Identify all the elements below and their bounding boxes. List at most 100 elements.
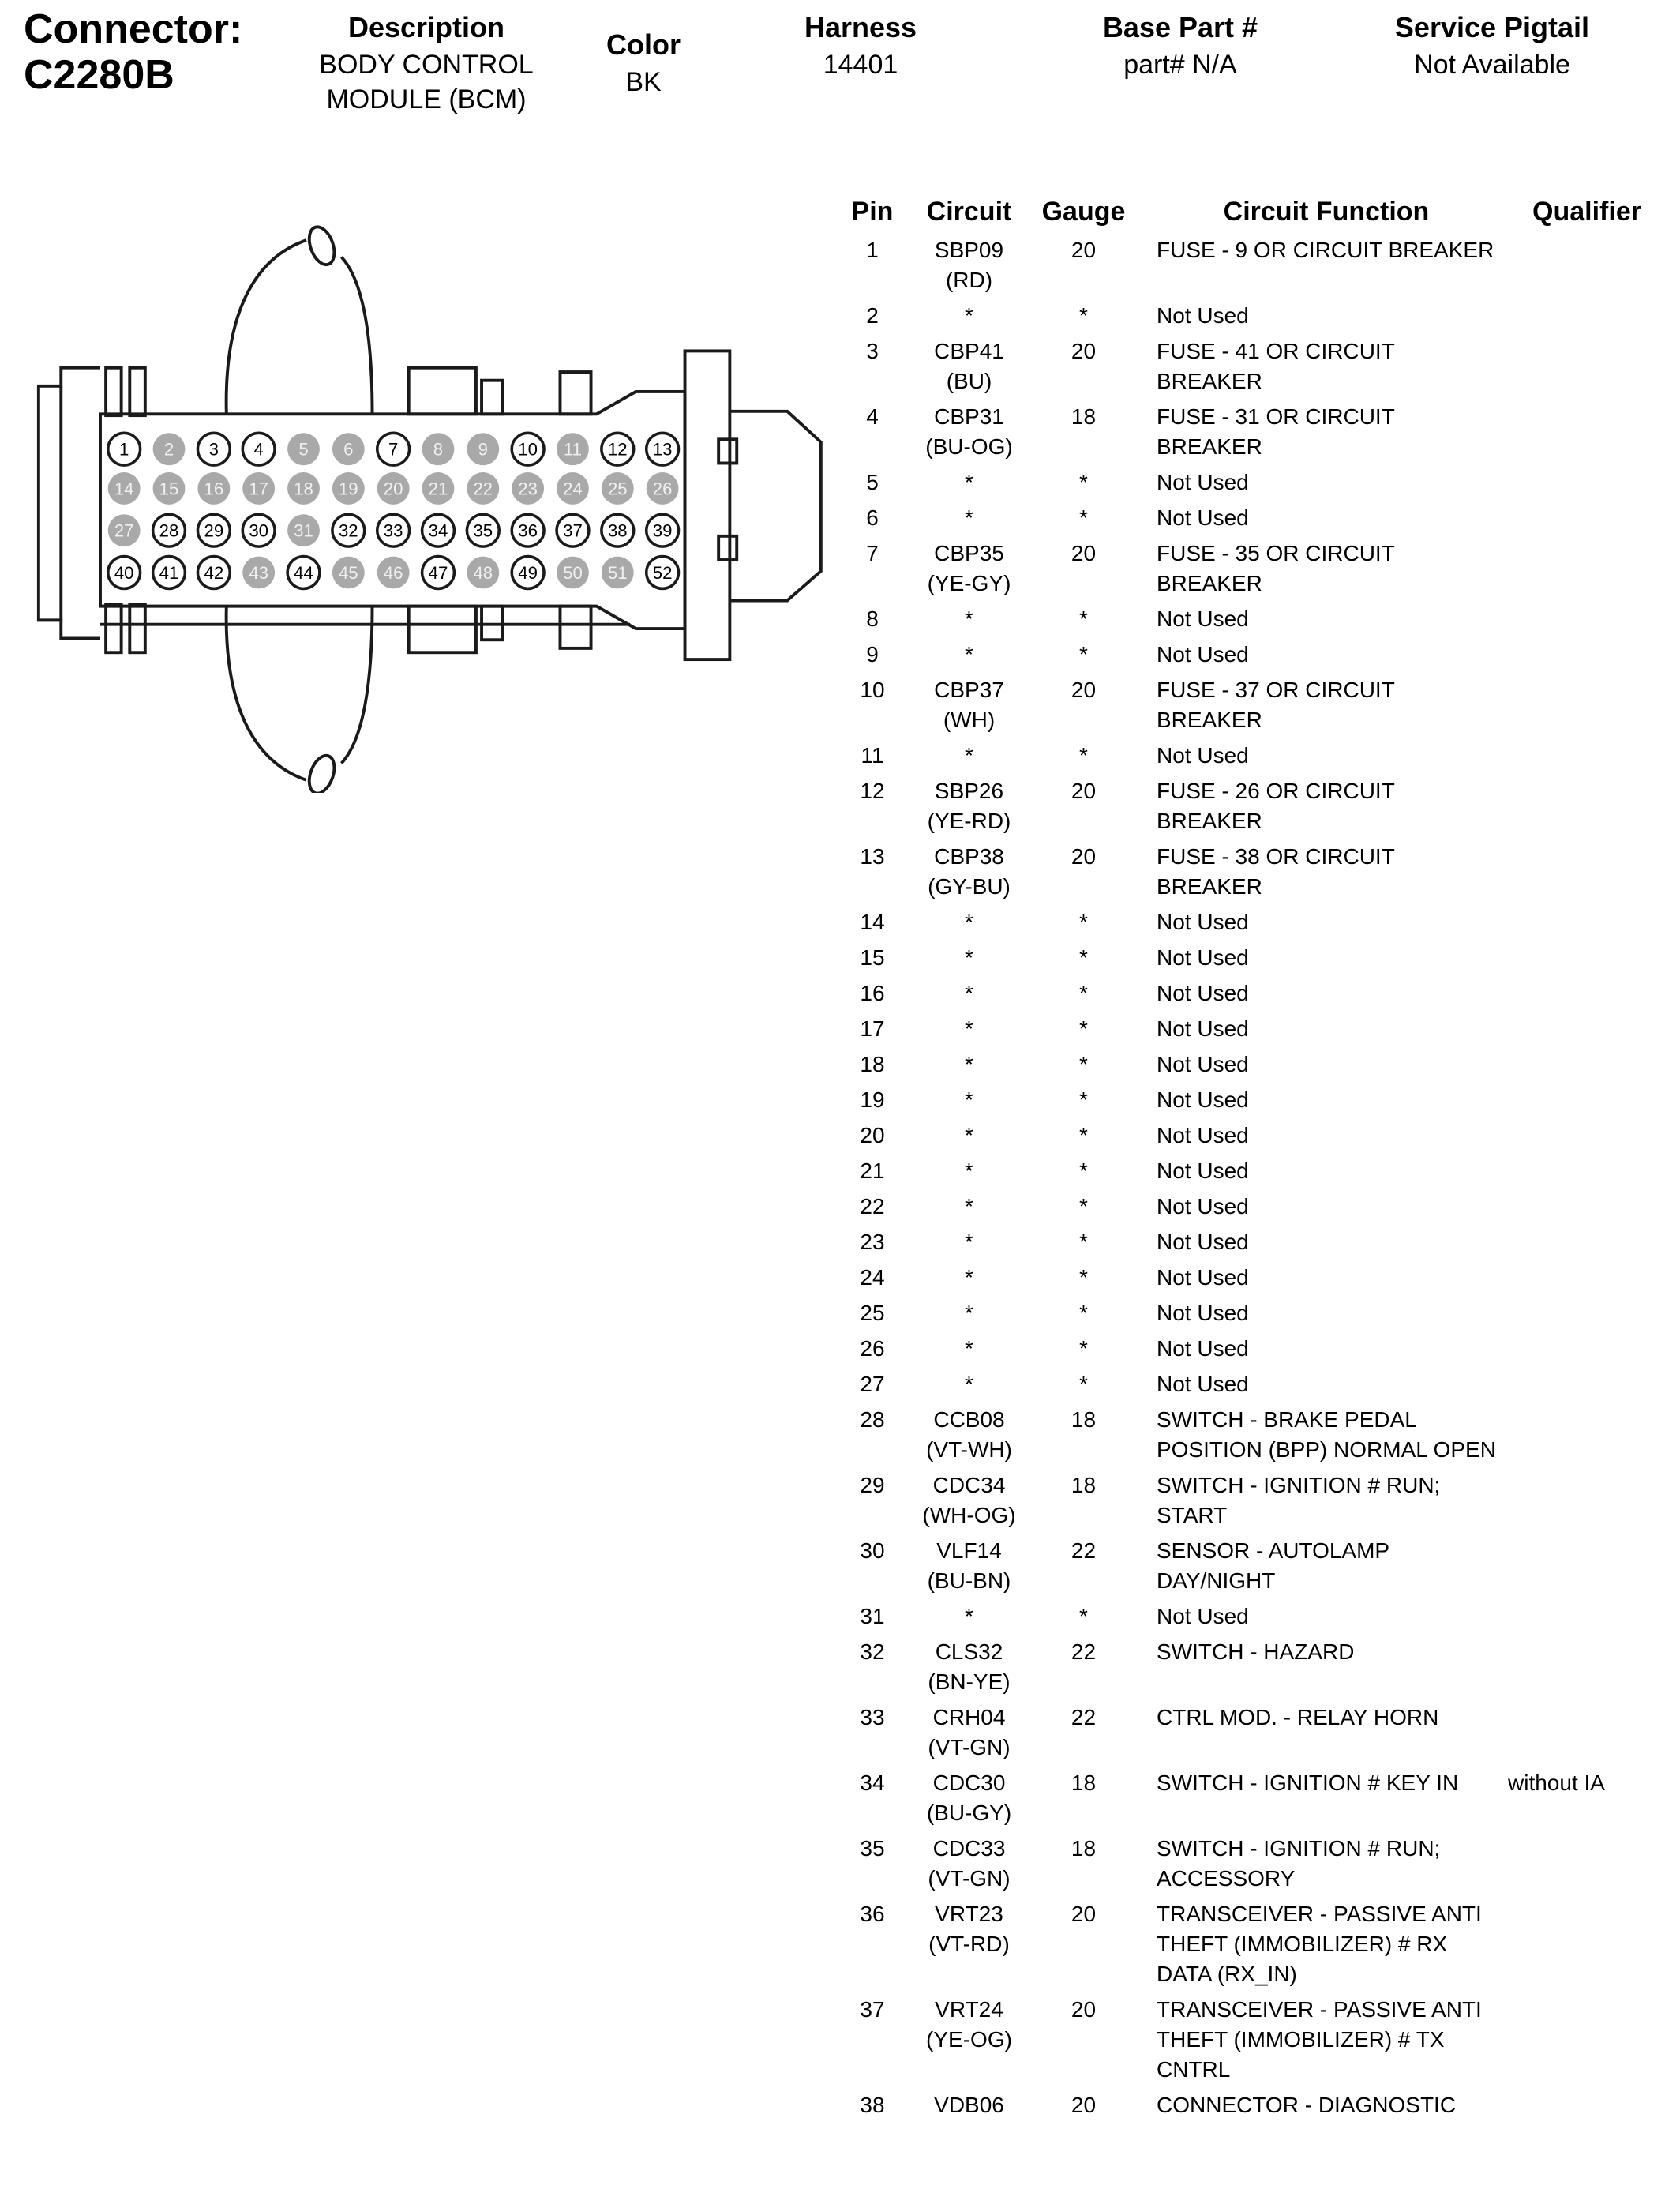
service-pigtail-label: Service Pigtail <box>1394 11 1590 43</box>
pin-number-label: 5 <box>298 440 308 460</box>
gauge-cell: * <box>1079 303 1088 328</box>
pin-number-label: 4 <box>254 440 264 460</box>
circuit-cell: * <box>965 1265 973 1290</box>
bottom-loop-eyelet <box>307 753 336 793</box>
table-row: 24**Not Used <box>845 1263 1670 1293</box>
color-label: Color <box>606 28 681 61</box>
connector-id: C2280B <box>24 52 174 99</box>
circuit-function-cell: SENSOR - AUTOLAMP DAY/NIGHT <box>1157 1538 1389 1593</box>
qualifier-cell <box>1496 1899 1666 1989</box>
gauge-cell: * <box>1079 606 1088 631</box>
circuit-function-cell: Not Used <box>1157 1604 1249 1628</box>
col-header-function: Circuit Function <box>1223 197 1430 227</box>
qualifier-cell <box>1496 604 1666 634</box>
top-loop-inner <box>340 256 374 415</box>
pin-number-label: 45 <box>339 563 358 583</box>
pin-number-cell: 27 <box>860 1372 885 1396</box>
gauge-cell: 20 <box>1071 844 1097 869</box>
pin-circle-32 <box>331 513 366 548</box>
circuit-function-cell: CONNECTOR - DIAGNOSTIC <box>1157 2093 1457 2117</box>
top-loop-eyelet <box>307 225 336 267</box>
pin-number-label: 7 <box>388 440 398 460</box>
header-color: Color BK <box>584 27 703 100</box>
pin-circle-5 <box>287 433 320 466</box>
gauge-cell: 18 <box>1071 404 1097 429</box>
circuit-function-cell: TRANSCEIVER - PASSIVE ANTI THEFT (IMMOBI… <box>1157 1902 1482 1986</box>
circuit-cell: * <box>965 1604 973 1628</box>
pin-number-cell: 9 <box>866 642 879 667</box>
pin-circle-46 <box>377 556 410 589</box>
pin-number-cell: 6 <box>866 505 879 530</box>
right-latch-upper <box>717 437 739 465</box>
circuit-function-cell: Not Used <box>1157 1052 1249 1076</box>
circuit-function-cell: SWITCH - IGNITION # RUN; START <box>1157 1473 1441 1527</box>
pin-circle-42 <box>196 554 232 591</box>
gauge-cell: 18 <box>1071 1771 1097 1795</box>
gauge-cell: 20 <box>1071 2093 1097 2117</box>
circuit-cell: * <box>965 1052 973 1076</box>
circuit-cell: * <box>965 743 973 768</box>
circuit-cell: VLF14 (BU-BN) <box>927 1538 1011 1593</box>
circuit-function-cell: Not Used <box>1157 1265 1249 1290</box>
pin-circle-40 <box>106 554 142 591</box>
circuit-function-cell: SWITCH - IGNITION # RUN; ACCESSORY <box>1157 1836 1441 1891</box>
pin-number-cell: 35 <box>860 1836 885 1861</box>
qualifier-cell <box>1496 503 1666 533</box>
circuit-function-cell: FUSE - 26 OR CIRCUIT BREAKER <box>1157 779 1395 833</box>
header-harness: Harness 14401 <box>734 9 987 83</box>
pin-number-label: 17 <box>249 479 268 498</box>
col-header-qualifier: Qualifier <box>1532 197 1641 227</box>
pin-number-label: 32 <box>339 521 358 541</box>
qualifier-cell <box>1496 640 1666 670</box>
bottom-fitting-small <box>480 604 504 642</box>
circuit-cell: * <box>965 981 973 1005</box>
table-row: 23**Not Used <box>845 1227 1670 1257</box>
pin-number-label: 19 <box>339 479 358 498</box>
circuit-cell: * <box>965 505 973 530</box>
qualifier-cell <box>1496 1121 1666 1151</box>
pin-number-label: 28 <box>159 521 179 541</box>
gauge-cell: 18 <box>1071 1836 1097 1861</box>
pin-number-cell: 10 <box>860 678 885 702</box>
qualifier-cell <box>1496 2090 1666 2120</box>
pin-number-cell: 19 <box>860 1087 885 1112</box>
pin-circle-48 <box>467 556 500 589</box>
table-row: 31**Not Used <box>845 1602 1670 1632</box>
table-row: 26**Not Used <box>845 1334 1670 1364</box>
circuit-cell: * <box>965 1123 973 1147</box>
circuit-function-cell: Not Used <box>1157 303 1249 328</box>
gauge-cell: 18 <box>1071 1407 1097 1432</box>
pin-number-label: 35 <box>473 521 493 541</box>
circuit-cell: * <box>965 910 973 934</box>
pin-number-label: 6 <box>343 440 353 460</box>
pin-number-label: 34 <box>429 521 448 541</box>
pin-number-cell: 36 <box>860 1902 885 1926</box>
pin-number-cell: 11 <box>861 743 884 768</box>
qualifier-cell <box>1496 978 1666 1008</box>
pin-number-cell: 7 <box>866 541 879 565</box>
qualifier-cell <box>1496 1995 1666 2085</box>
circuit-function-cell: Not Used <box>1157 945 1249 970</box>
qualifier-cell <box>1496 1470 1666 1530</box>
gauge-cell: 20 <box>1071 678 1097 702</box>
pin-number-cell: 37 <box>860 1997 885 2022</box>
qualifier-cell <box>1496 1227 1666 1257</box>
bottom-post <box>104 603 123 655</box>
pin-circle-41 <box>151 554 187 591</box>
top-post <box>128 366 147 418</box>
pin-number-cell: 15 <box>860 945 885 970</box>
table-row: 14**Not Used <box>845 907 1670 937</box>
circuit-cell: * <box>965 1158 973 1183</box>
table-row: 19**Not Used <box>845 1085 1670 1115</box>
pin-circle-14 <box>107 472 141 505</box>
circuit-cell: * <box>965 1087 973 1112</box>
pin-number-cell: 23 <box>860 1230 885 1254</box>
pin-circle-12 <box>600 431 636 467</box>
table-row: 2**Not Used <box>845 301 1670 331</box>
